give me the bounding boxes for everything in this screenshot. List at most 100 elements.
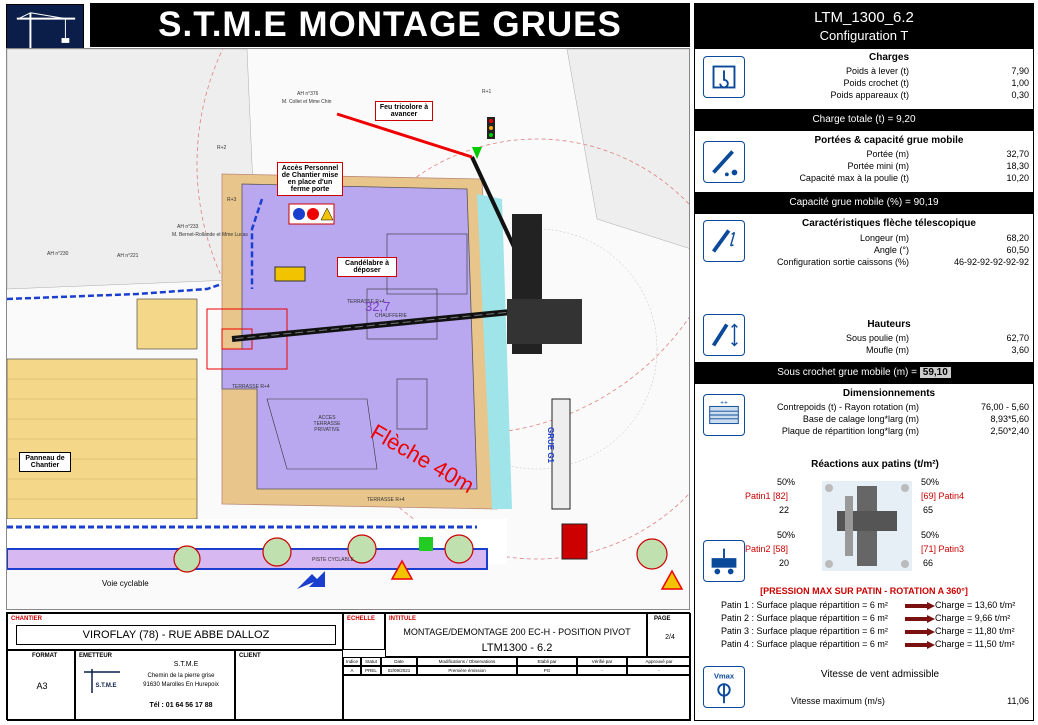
height-icon (703, 314, 745, 356)
hauteurs-row: Sous poulie (m)62,70 (745, 333, 1029, 346)
patin4-percent: 50% (921, 477, 940, 487)
outrigger-diagram (822, 481, 912, 571)
charges-row: Poids à lever (t) 7,90 (745, 66, 1029, 79)
portees-row: Portée mini (m)18,30 (745, 161, 1029, 174)
row-label: Longeur (m) (859, 233, 909, 243)
label-r3: R+3 (227, 197, 237, 203)
label-ah221: AH n°221 (117, 253, 139, 259)
patin1-label: Patin1 [82] (745, 491, 789, 501)
portees-row: Capacité max à la poulie (t)10,20 (745, 173, 1029, 186)
intitule-label: INTITULE (389, 616, 416, 622)
hook-icon (703, 56, 745, 98)
revision-cell: PREL (361, 666, 381, 675)
outrigger-pad-icon (703, 540, 745, 582)
patin1-value: 22 (779, 505, 790, 515)
revision-cell: - (627, 666, 691, 675)
revision-cell: Vérifié par (577, 657, 627, 666)
label-r1: R+1 (482, 89, 492, 95)
svg-text:S.T.M.E: S.T.M.E (95, 683, 116, 689)
label-chaufferie: CHAUFFERIE (375, 313, 407, 319)
row-value: 0,30 (1011, 90, 1029, 100)
format-label: FORMAT (32, 653, 58, 659)
row-label: Moufle (m) (865, 345, 909, 355)
patin-pressure-line: Patin 3 : Surface plaque répartition = 6… (703, 626, 1033, 639)
revision-cell: Première émission (417, 666, 517, 675)
patin3-value: 66 (923, 558, 934, 568)
charge-totale-band: Charge totale (t) = 9,20 (695, 109, 1033, 131)
portees-title: Portées & capacité grue mobile (814, 135, 964, 146)
chantier-cell: CHANTIER VIROFLAY (78) - RUE ABBE DALLOZ (7, 613, 343, 650)
crane-reach-icon (703, 141, 745, 183)
row-value: 2,50*2,40 (990, 426, 1029, 436)
page-label: PAGE (654, 616, 671, 622)
dim-row: Base de calage long*larg (m)8,93*5,60 (745, 414, 1029, 427)
format-value: A3 (36, 681, 48, 691)
arrow-right-icon (905, 615, 935, 623)
fleche-title: Caractéristiques flèche télescopique (802, 218, 976, 229)
row-value: 32,70 (1006, 149, 1029, 159)
fleche-row: Longeur (m)68,20 (745, 233, 1029, 246)
label-acces-personnel: Accès Personnel de Chantier mise en plac… (277, 162, 343, 196)
row-label: Poids appareaux (t) (830, 90, 909, 100)
label-radius: 32,7 (365, 299, 391, 314)
chantier-value: VIROFLAY (78) - RUE ABBE DALLOZ (16, 625, 336, 645)
page-value: 2/4 (665, 634, 675, 641)
panel-subtitle: Configuration T (819, 28, 909, 43)
sous-crochet-label: Sous crochet grue mobile (m) = (777, 367, 917, 378)
intitule-cell: INTITULE MONTAGE/DEMONTAGE 200 EC-H - PO… (385, 613, 647, 657)
charges-title: Charges (868, 52, 909, 63)
row-value: 7,90 (1011, 66, 1029, 76)
panel-header: LTM_1300_6.2 Configuration T (695, 4, 1033, 49)
svg-text:++: ++ (720, 400, 728, 407)
patin-pressure-line: Patin 1 : Surface plaque répartition = 6… (703, 600, 1033, 613)
title-block: CHANTIER VIROFLAY (78) - RUE ABBE DALLOZ… (6, 612, 691, 721)
patin-surface: Patin 3 : Surface plaque répartition = 6… (721, 626, 888, 636)
patin-pressure-line: Patin 4 : Surface plaque répartition = 6… (703, 639, 1033, 652)
page-cell: PAGE 2/4 (647, 613, 691, 657)
row-label: Contrepoids (t) - Rayon rotation (m) (776, 402, 919, 412)
emetteur-cell: EMETTEUR S.T.M.E S.T.M.E Chemin de la pi… (75, 650, 235, 721)
client-cell: CLIENT (235, 650, 343, 721)
row-label: Portée (m) (866, 149, 909, 159)
patin4-value: 65 (923, 505, 934, 515)
row-label: Poids à lever (t) (845, 66, 909, 76)
patin3-percent: 50% (921, 530, 940, 540)
row-value: 46-92-92-92-92-92 (953, 257, 1029, 267)
label-ah230: AH n°230 (47, 251, 69, 257)
company-address-2: 91630 Marolles En Hurepoix (143, 682, 219, 688)
capacite-band: Capacité grue mobile (%) = 90,19 (695, 192, 1033, 214)
hauteurs-row: Moufle (m)3,60 (745, 345, 1029, 358)
intitule-subtitle: LTM1300 - 6.2 (481, 642, 553, 654)
emetteur-label: EMETTEUR (79, 653, 112, 659)
patin-surface: Patin 4 : Surface plaque répartition = 6… (721, 639, 888, 649)
vmax-icon-text: Vmax (714, 671, 735, 680)
chantier-label: CHANTIER (11, 616, 42, 622)
arrow-right-icon (905, 602, 935, 610)
portees-row: Portée (m) 32,70 (745, 149, 1029, 162)
patin2-label: Patin2 [58] (745, 544, 789, 554)
charge-totale: Charge totale (t) = 9,20 (812, 114, 916, 125)
dimensions-title: Dimensionnements (842, 388, 936, 399)
panel-title: LTM_1300_6.2 (814, 9, 914, 26)
row-value: 1,00 (1011, 78, 1029, 88)
row-label: Poids crochet (t) (843, 78, 909, 88)
label-terrasse-3: TERRASSE R+4 (367, 497, 405, 503)
row-value: 62,70 (1006, 333, 1029, 343)
label-grue: GRUE G1 (546, 427, 555, 464)
dim-row: Contrepoids (t) - Rayon rotation (m)76,0… (745, 402, 1029, 415)
charges-row: Poids crochet (t) 1,00 (745, 78, 1029, 91)
row-value: 8,93*5,60 (990, 414, 1029, 424)
label-voie-cyclable: Voie cyclable (102, 579, 149, 588)
revision-cell: A (343, 666, 361, 675)
patin4-label: [69] Patin4 (921, 491, 965, 501)
reactions-title: Réactions aux patins (t/m²) (811, 459, 939, 470)
label-owner1: M. Collet et Mme Chin (282, 99, 332, 105)
echelle-label: ECHELLE (347, 616, 376, 622)
pression-title: [PRESSION MAX SUR PATIN - ROTATION A 360… (760, 586, 968, 596)
company-address-1: Chemin de la pierre grise (147, 673, 215, 679)
row-label: Portée mini (m) (847, 161, 909, 171)
row-value: 60,50 (1006, 245, 1029, 255)
patin-surface: Patin 2 : Surface plaque répartition = 6… (721, 613, 888, 623)
